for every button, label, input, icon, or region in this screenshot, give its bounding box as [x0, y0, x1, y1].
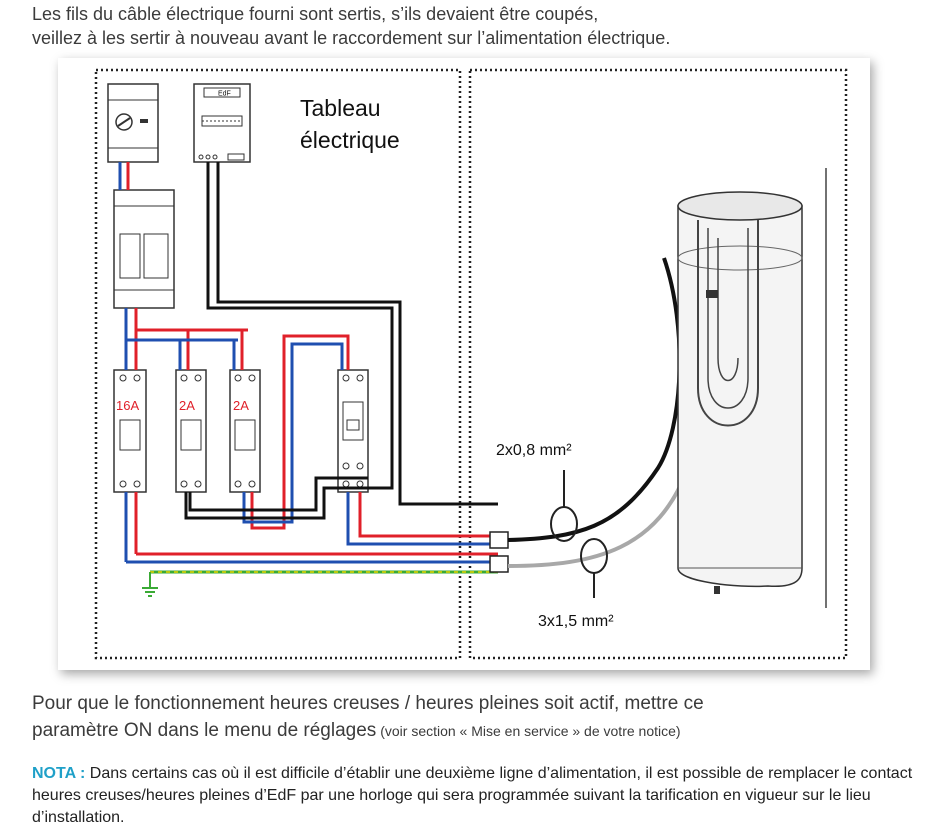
- para-line-1: Pour que le fonctionnement heures creuse…: [32, 693, 704, 714]
- water-heater: [677, 168, 827, 608]
- earth-wire: [142, 570, 498, 597]
- cable-label-bottom: 3x1,5 mm²: [538, 613, 614, 630]
- breaker-16a: 16A: [113, 369, 147, 493]
- neutral-wires: [118, 162, 498, 564]
- panel-title-line-2: électrique: [300, 127, 400, 153]
- main-switch: [107, 83, 159, 163]
- wiring-diagram-svg: Tableau électrique EdF: [94, 68, 848, 660]
- cable-signal: [507, 257, 682, 542]
- junction-box-bottom: [489, 555, 509, 573]
- breaker-2a-2-rating: 2A: [233, 398, 249, 413]
- differential-switch: [113, 189, 175, 309]
- contactor: [337, 369, 369, 493]
- wiring-diagram: Tableau électrique EdF: [58, 58, 870, 670]
- para-line-2-note: (voir section « Mise en service » de vot…: [376, 723, 681, 739]
- breaker-2a-1-rating: 2A: [179, 398, 195, 413]
- breaker-2a-1: 2A: [175, 369, 207, 493]
- intro-text: Les fils du câble électrique fourni sont…: [32, 2, 670, 50]
- panel-right-border: [468, 68, 848, 660]
- breaker-2a-2: 2A: [229, 369, 261, 493]
- intro-line-2: veillez à les sertir à nouveau avant le …: [32, 28, 671, 48]
- panel-left-border: [94, 68, 462, 660]
- live-wires: [126, 162, 498, 556]
- signal-wires: [184, 162, 498, 520]
- para-line-2-main: paramètre ON dans le menu de réglages: [32, 720, 377, 741]
- intro-line-1: Les fils du câble électrique fourni sont…: [32, 4, 599, 24]
- edf-meter: EdF: [193, 83, 251, 163]
- panel-title-line-1: Tableau: [300, 95, 381, 121]
- edf-label: EdF: [218, 91, 231, 98]
- para-line-2: paramètre ON dans le menu de réglages (v…: [32, 717, 704, 745]
- configuration-paragraph: Pour que le fonctionnement heures creuse…: [32, 690, 704, 745]
- nota-text: Dans certains cas où il est difficile d’…: [32, 765, 913, 826]
- junction-box-top: [489, 531, 509, 549]
- nota-block: NOTA : Dans certains cas où il est diffi…: [32, 763, 932, 829]
- breaker-16a-rating: 16A: [116, 398, 139, 413]
- cable-label-top: 2x0,8 mm²: [496, 442, 572, 459]
- nota-label: NOTA :: [32, 765, 86, 782]
